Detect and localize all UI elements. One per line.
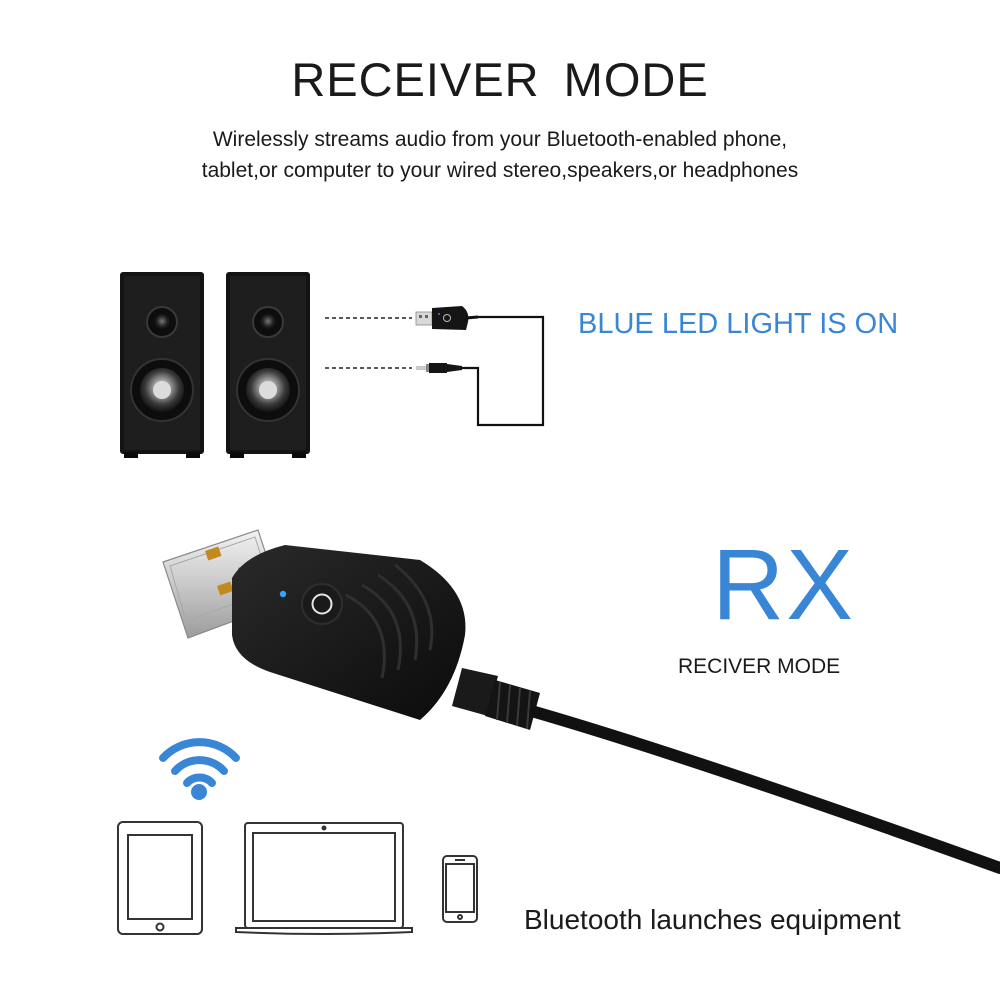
- bluetooth-adapter-body: [232, 545, 466, 720]
- wifi-icon: [159, 738, 240, 800]
- led-status-text: BLUE LED LIGHT IS ON: [578, 308, 899, 340]
- phone-icon: [442, 855, 478, 923]
- aux-cable: [452, 668, 1000, 874]
- laptop-icon: [235, 822, 413, 935]
- subtitle-line-1: Wirelessly streams audio from your Bluet…: [212, 128, 788, 151]
- small-aux-plug-icon: [416, 363, 462, 373]
- mode-code: RX: [712, 529, 855, 641]
- page-subtitle: Wirelessly streams audio from your Bluet…: [0, 124, 1000, 186]
- small-cable: [462, 315, 545, 427]
- status-led: [279, 590, 287, 598]
- speaker-right-icon: [226, 272, 310, 458]
- subtitle-line-2: tablet,or computer to your wired stereo,…: [201, 159, 799, 182]
- mode-label: RECIVER MODE: [678, 655, 841, 678]
- tablet-icon: [117, 821, 203, 935]
- speaker-left-icon: [120, 272, 204, 458]
- small-usb-adapter-icon: [415, 306, 479, 330]
- footer-caption: Bluetooth launches equipment: [524, 904, 901, 935]
- page-title: RECEIVER MODE: [291, 53, 709, 106]
